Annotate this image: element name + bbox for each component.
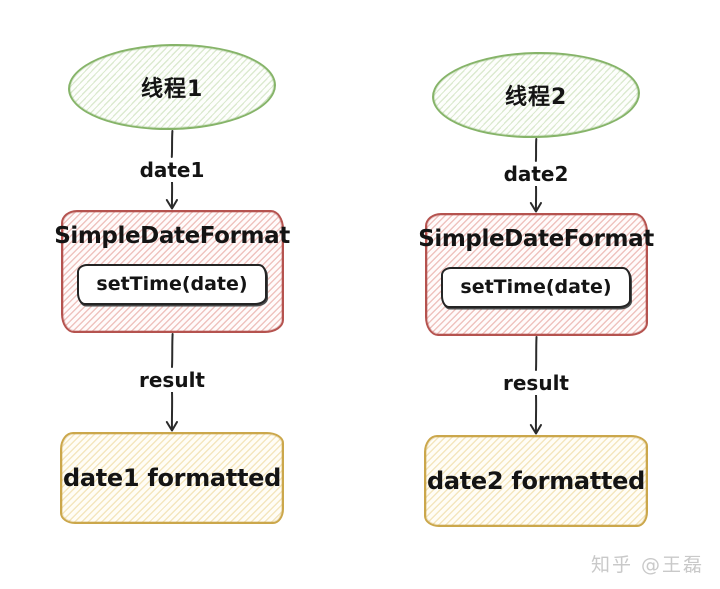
arrow-line-thread1-to-sdf <box>170 130 174 158</box>
watermark: 知乎 @王磊 <box>590 554 704 576</box>
arrow-label-result-1: result <box>139 368 205 392</box>
thread2-flow: 线程2 date2 SimpleDateFormat setTime(date)… <box>416 49 656 527</box>
settime-label-1: setTime(date) <box>96 273 248 295</box>
sdf-title-1: SimpleDateFormat <box>54 223 290 249</box>
thread1-node: 线程1 <box>67 41 277 133</box>
thread2-node: 线程2 <box>431 49 641 141</box>
arrow-line-thread2-to-sdf <box>534 138 538 162</box>
result-box-2: date2 formatted <box>424 435 648 527</box>
sdf-title-2: SimpleDateFormat <box>418 226 654 252</box>
sdf-box-1: SimpleDateFormat setTime(date) <box>54 210 290 333</box>
arrow-label-date2: date2 <box>503 162 569 186</box>
thread2-label: 线程2 <box>504 85 568 110</box>
thread1-label: 线程1 <box>140 77 204 102</box>
thread1-flow: 线程1 date1 SimpleDateFormat setTime(date)… <box>52 41 292 524</box>
arrow-label-result-2: result <box>503 371 569 395</box>
settime-label-2: setTime(date) <box>460 276 612 298</box>
settime-box-2: setTime(date) <box>441 267 631 308</box>
result-label-2: date2 formatted <box>426 467 646 495</box>
arrow-line-sdf1-to-result <box>171 333 174 368</box>
arrow-label-date1: date1 <box>139 158 205 182</box>
arrowhead-result2-icon <box>529 395 542 435</box>
arrowhead-date1-icon <box>165 182 178 210</box>
arrow-line-sdf2-to-result <box>535 336 538 371</box>
settime-box-1: setTime(date) <box>77 264 267 305</box>
sdf-box-2: SimpleDateFormat setTime(date) <box>418 213 654 336</box>
result-label-1: date1 formatted <box>62 464 282 492</box>
arrowhead-result1-icon <box>165 392 178 432</box>
result-box-1: date1 formatted <box>60 432 284 524</box>
arrowhead-date2-icon <box>529 186 542 213</box>
